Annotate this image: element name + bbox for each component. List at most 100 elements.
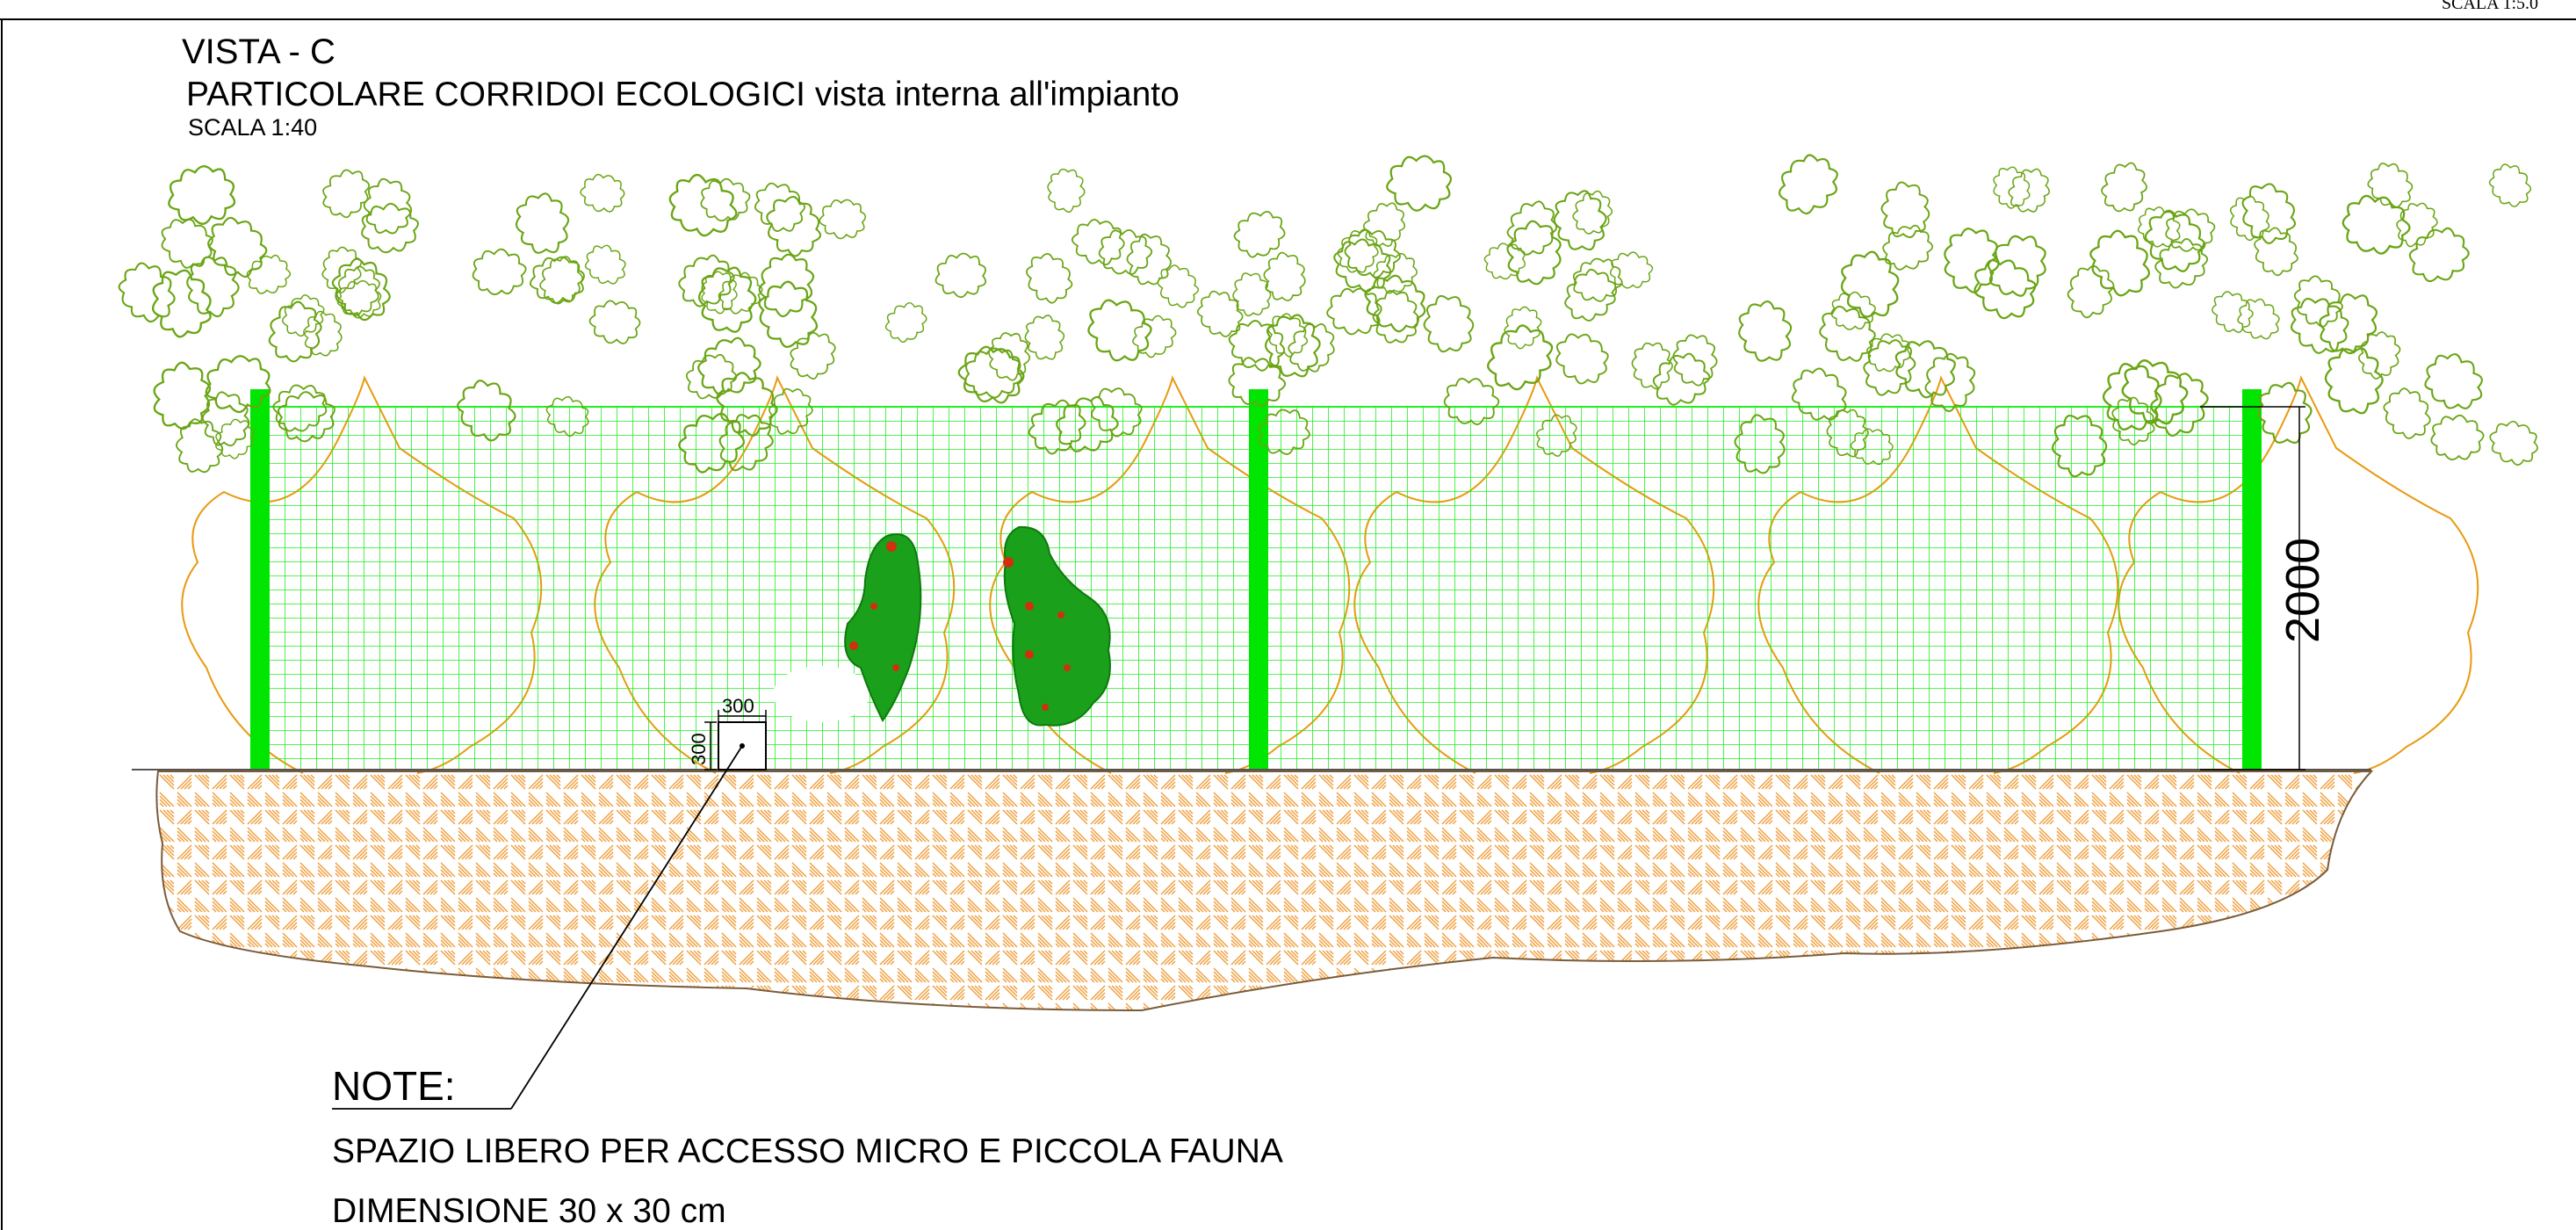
opening-width-dimension: [718, 710, 767, 722]
leaf-cluster: [1074, 286, 1164, 373]
leaf-cluster: [2430, 414, 2485, 460]
leaf-cluster: [2002, 161, 2058, 220]
leaf-cluster: [687, 327, 770, 408]
leaf-cluster: [1324, 230, 1400, 300]
leaf-cluster: [2203, 283, 2261, 341]
leaf-cluster: [1766, 143, 1850, 228]
shrub-right: [1003, 525, 1111, 727]
leaf-cluster: [1226, 201, 1294, 266]
leaf-cluster: [877, 293, 935, 350]
leaf-cluster: [698, 176, 753, 223]
leaf-cluster: [1148, 257, 1207, 315]
leaf-cluster: [1855, 331, 1923, 405]
drawing-scale: SCALA 1:40: [188, 114, 317, 141]
leaf-cluster: [2245, 219, 2306, 283]
leaf-cluster: [150, 208, 222, 278]
fence-height-dimension: [2200, 406, 2305, 771]
view-label: VISTA - C: [182, 33, 336, 71]
leaf-cluster: [1977, 222, 2059, 308]
leaf-cluster: [2230, 290, 2289, 348]
leaf-cluster: [471, 247, 528, 296]
leaf-cluster: [660, 165, 747, 245]
leaf-cluster: [1609, 250, 1654, 289]
leaf-cluster: [1554, 259, 1627, 333]
leaf-cluster: [931, 250, 990, 301]
leaf-cluster: [1339, 224, 1405, 283]
leaf-cluster: [578, 237, 635, 293]
leaf-cluster: [2250, 376, 2320, 452]
leaf-cluster: [1545, 322, 1618, 394]
leaf-cluster: [1384, 154, 1454, 213]
leaf-cluster: [1046, 167, 1086, 214]
leaf-cluster: [1730, 293, 1801, 371]
note-heading: NOTE:: [332, 1063, 456, 1109]
leaf-cluster: [1418, 289, 1479, 358]
leaf-cluster: [2094, 155, 2154, 220]
leaf-cluster: [319, 244, 365, 296]
leaf-cluster: [528, 255, 587, 306]
leaf-cluster: [2221, 189, 2277, 247]
leaf-cluster: [744, 172, 814, 242]
leaf-cluster: [754, 186, 831, 265]
leaf-cluster: [2079, 221, 2162, 308]
clear-patch: [773, 666, 869, 722]
leaf-cluster: [1123, 230, 1174, 288]
leaf-cluster: [678, 346, 744, 409]
leaf-cluster: [1986, 160, 2037, 214]
leaf-cluster: [1479, 236, 1532, 285]
leaf-cluster: [1879, 179, 1932, 241]
leaf-cluster: [1874, 217, 1940, 280]
leaf-cluster: [1262, 250, 1307, 302]
leaf-cluster: [2481, 156, 2540, 215]
leaf-cluster: [1474, 313, 1565, 404]
leaf-cluster: [2482, 414, 2544, 472]
opening-height-label: 300: [688, 733, 710, 765]
leaf-cluster: [1097, 227, 1154, 277]
leaf-cluster: [1188, 282, 1253, 346]
leaf-cluster: [1020, 310, 1071, 365]
fence-height-label: 2000: [2277, 538, 2329, 643]
leaf-cluster: [781, 322, 846, 388]
leaf-cluster: [273, 286, 333, 345]
leaf-cluster: [1566, 251, 1628, 309]
leaf-cluster: [1643, 344, 1719, 416]
note-line-1: SPAZIO LIBERO PER ACCESSO MICRO E PICCOL…: [332, 1132, 1283, 1170]
drawing-title: PARTICOLARE CORRIDOI ECOLOGICI vista int…: [186, 76, 1180, 113]
leaf-cluster: [2061, 260, 2120, 324]
sheet-frame: [0, 18, 2576, 1230]
leaf-cluster: [1500, 302, 1546, 353]
opening-width-label: 300: [722, 695, 754, 717]
leaf-cluster: [2399, 218, 2479, 293]
note-line-2: DIMENSIONE 30 x 30 cm: [332, 1192, 726, 1230]
leaf-cluster: [1325, 286, 1383, 336]
fence-post-left: [250, 389, 270, 771]
leaf-cluster: [141, 259, 221, 346]
leaf-cluster: [1831, 243, 1910, 328]
leaf-cluster: [2320, 343, 2389, 420]
leaf-cluster: [693, 262, 762, 338]
leaf-cluster: [1124, 306, 1185, 365]
leaf-cluster: [2375, 380, 2441, 448]
leaf-cluster: [1354, 265, 1435, 341]
leaf-cluster: [108, 252, 187, 333]
leaf-cluster: [586, 297, 644, 348]
note-leader: [332, 745, 743, 1110]
leaf-cluster: [508, 186, 578, 263]
leaf-cluster: [1808, 294, 1886, 373]
leaf-cluster: [1500, 193, 1565, 263]
fence-post-right: [2242, 389, 2262, 771]
leaf-cluster: [1016, 244, 1081, 312]
leaf-cluster: [184, 253, 242, 320]
fence-post-middle: [1249, 389, 1268, 771]
sheet-scale-label: SCALA 1:5.0: [2442, 0, 2538, 13]
soil-section: [155, 771, 2374, 1012]
leaf-cluster: [1883, 329, 1966, 409]
opening-height-dimension: [704, 721, 717, 771]
leaf-cluster: [819, 199, 867, 240]
leaf-cluster: [1067, 214, 1129, 270]
leaf-cluster: [577, 171, 627, 215]
leaf-cluster: [1258, 308, 1328, 385]
leaf-cluster: [2145, 229, 2217, 300]
leaf-cluster: [1227, 267, 1276, 321]
